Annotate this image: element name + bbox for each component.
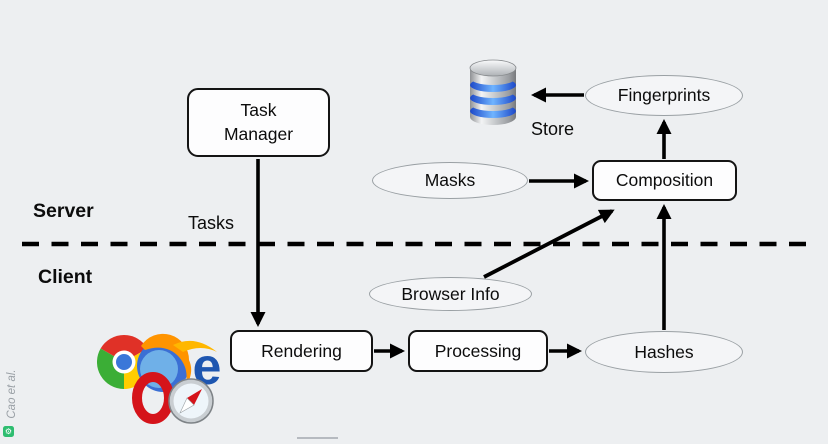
- node-masks: Masks: [372, 162, 528, 199]
- node-processing: Processing: [408, 330, 548, 372]
- node-hashes-label: Hashes: [634, 341, 694, 362]
- node-browser-info-label: Browser Info: [401, 283, 500, 304]
- node-masks-label: Masks: [424, 170, 476, 190]
- browser-logos: e: [97, 333, 221, 424]
- database-icon: [469, 59, 517, 125]
- node-task-manager: Task Manager: [187, 88, 330, 157]
- node-fingerprints-label: Fingerprints: [617, 85, 711, 105]
- client-region-label: Client: [38, 266, 93, 288]
- store-edge-label: Store: [531, 119, 575, 139]
- node-rendering-label: Rendering: [261, 340, 342, 361]
- node-fingerprints: Fingerprints: [585, 75, 743, 116]
- server-region-label: Server: [33, 200, 94, 222]
- edge-browserinfo-composition: [483, 209, 615, 279]
- tasks-edge-label: Tasks: [188, 213, 235, 233]
- bottom-divider-line: [297, 437, 338, 439]
- node-composition-label: Composition: [615, 170, 714, 190]
- safari-icon: [168, 378, 214, 424]
- node-browser-info: Browser Info: [369, 277, 532, 311]
- attribution-badge-icon: ⚙: [3, 426, 14, 437]
- node-hashes: Hashes: [585, 331, 743, 373]
- node-task-manager-label: Task Manager: [223, 99, 294, 144]
- attribution-text: Cao et al.: [6, 369, 18, 419]
- node-composition: Composition: [592, 160, 737, 201]
- node-processing-label: Processing: [434, 340, 522, 361]
- node-rendering: Rendering: [230, 330, 373, 372]
